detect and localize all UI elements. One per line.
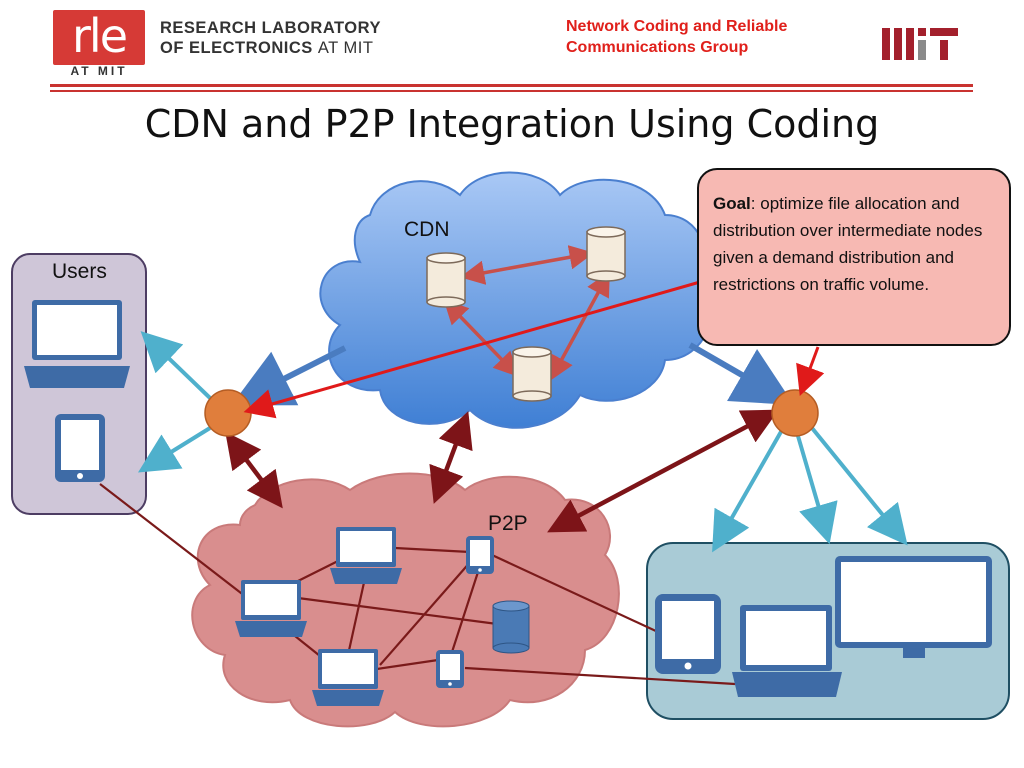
cdn-to-left-node-arrow [231, 345, 347, 406]
right-intermediate-node [771, 389, 819, 437]
p2p-laptop-icon-2 [235, 580, 307, 637]
header-rule [50, 84, 973, 87]
goal-callout: Goal: optimize file allocation and distr… [697, 168, 1011, 346]
cdn-label: CDN [404, 218, 450, 241]
cdn-to-right-node-arrow [688, 342, 794, 405]
p2p-server-icon [492, 600, 530, 654]
p2p-phone-icon-2 [436, 650, 464, 688]
right-tablet-icon [655, 594, 721, 674]
group-name-line2: Communications Group [566, 39, 749, 56]
p2p-phone-icon-1 [466, 536, 494, 574]
goal-heading: Goal [713, 194, 751, 213]
goal-text: : optimize file allocation and distribut… [713, 194, 983, 294]
users-laptop-icon [24, 300, 130, 388]
lab-name-bold: OF ELECTRONICS [160, 39, 313, 57]
page-title: CDN and P2P Integration Using Coding [144, 102, 880, 146]
header: rle AT MIT RESEARCH LABORATORY OF ELECTR… [0, 0, 1024, 95]
p2p-laptop-icon-3 [312, 649, 384, 706]
header-rule-thin [50, 90, 973, 92]
lab-name-thin: AT MIT [317, 39, 374, 57]
users-label: Users [52, 260, 107, 283]
rle-logo-sub: AT MIT [70, 64, 128, 78]
lab-name: RESEARCH LABORATORY OF ELECTRONICS AT MI… [160, 18, 381, 58]
cdn-server-icon-3 [512, 346, 552, 402]
goal-pointer-right [796, 346, 825, 397]
right-laptop-icon [732, 605, 842, 697]
lab-name-line2: OF ELECTRONICS AT MIT [160, 38, 381, 58]
cdn-server-icon-1 [426, 252, 466, 308]
mit-logo [882, 28, 958, 60]
cdn-server-icon-2 [586, 226, 626, 282]
rle-logo: rle [53, 10, 145, 65]
p2p-label: P2P [488, 512, 528, 535]
users-tablet-icon [55, 414, 105, 482]
group-name: Network Coding and Reliable Communicatio… [566, 16, 787, 58]
group-name-line1: Network Coding and Reliable [566, 18, 788, 35]
p2p-laptop-icon-1 [330, 527, 402, 584]
lab-name-line1: RESEARCH LABORATORY [160, 19, 381, 37]
goal-pointer-left [243, 280, 701, 419]
left-intermediate-node [204, 389, 252, 437]
right-monitor-icon [835, 556, 992, 658]
